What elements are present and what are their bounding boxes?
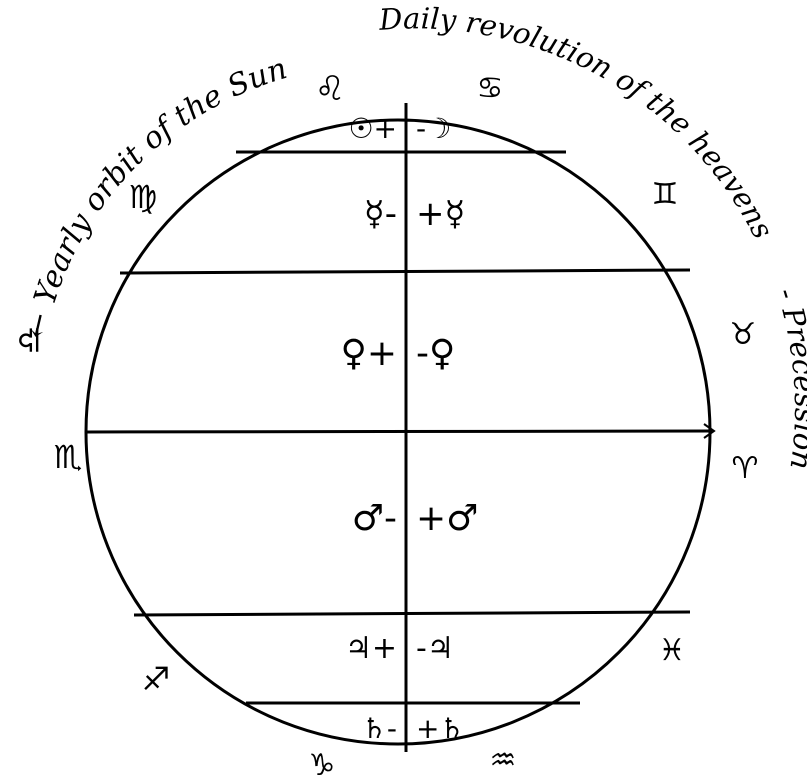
gemini-icon: ♊ xyxy=(652,177,679,212)
pisces-icon: ♓ xyxy=(659,633,686,668)
planet-left-1: ☉+ xyxy=(348,112,397,145)
planet-left-6: ♄- xyxy=(362,712,397,745)
scorpio-icon: ♏ xyxy=(54,438,83,476)
sagittarius-icon: ♐ xyxy=(142,660,171,698)
cancer-icon: ♋ xyxy=(477,71,504,106)
planet-rows: ☉+ -☽ ☿- +☿ ♀+ -♀ ♂- +♂ ♃+ -♃ ♄- +♄ xyxy=(340,112,478,745)
leo-icon: ♌ xyxy=(315,69,345,109)
planet-left-2: ☿- xyxy=(364,194,397,234)
aries-icon: ♈ xyxy=(732,451,759,486)
planet-left-4: ♂- xyxy=(352,498,397,539)
planet-left-5: ♃+ xyxy=(345,631,397,666)
precession-label: - Precession xyxy=(770,284,807,472)
planet-right-6: +♄ xyxy=(416,712,465,745)
arrow-icon xyxy=(703,423,716,439)
planet-right-4: +♂ xyxy=(416,498,478,539)
band-line-4 xyxy=(133,610,691,617)
planet-right-5: -♃ xyxy=(416,631,454,666)
aquarius-icon: ♒ xyxy=(490,743,517,777)
taurus-icon: ♉ xyxy=(730,317,757,352)
planet-right-1: -☽ xyxy=(416,112,451,145)
libra-icon: ♎ xyxy=(10,326,48,355)
planet-left-3: ♀+ xyxy=(340,333,397,374)
band-line-2 xyxy=(119,268,691,275)
planet-right-3: -♀ xyxy=(416,333,455,374)
virgo-icon: ♍ xyxy=(129,178,158,216)
capricorn-icon: ♑ xyxy=(309,748,336,777)
planet-right-2: +☿ xyxy=(416,194,465,234)
band-line-3 xyxy=(85,429,713,434)
